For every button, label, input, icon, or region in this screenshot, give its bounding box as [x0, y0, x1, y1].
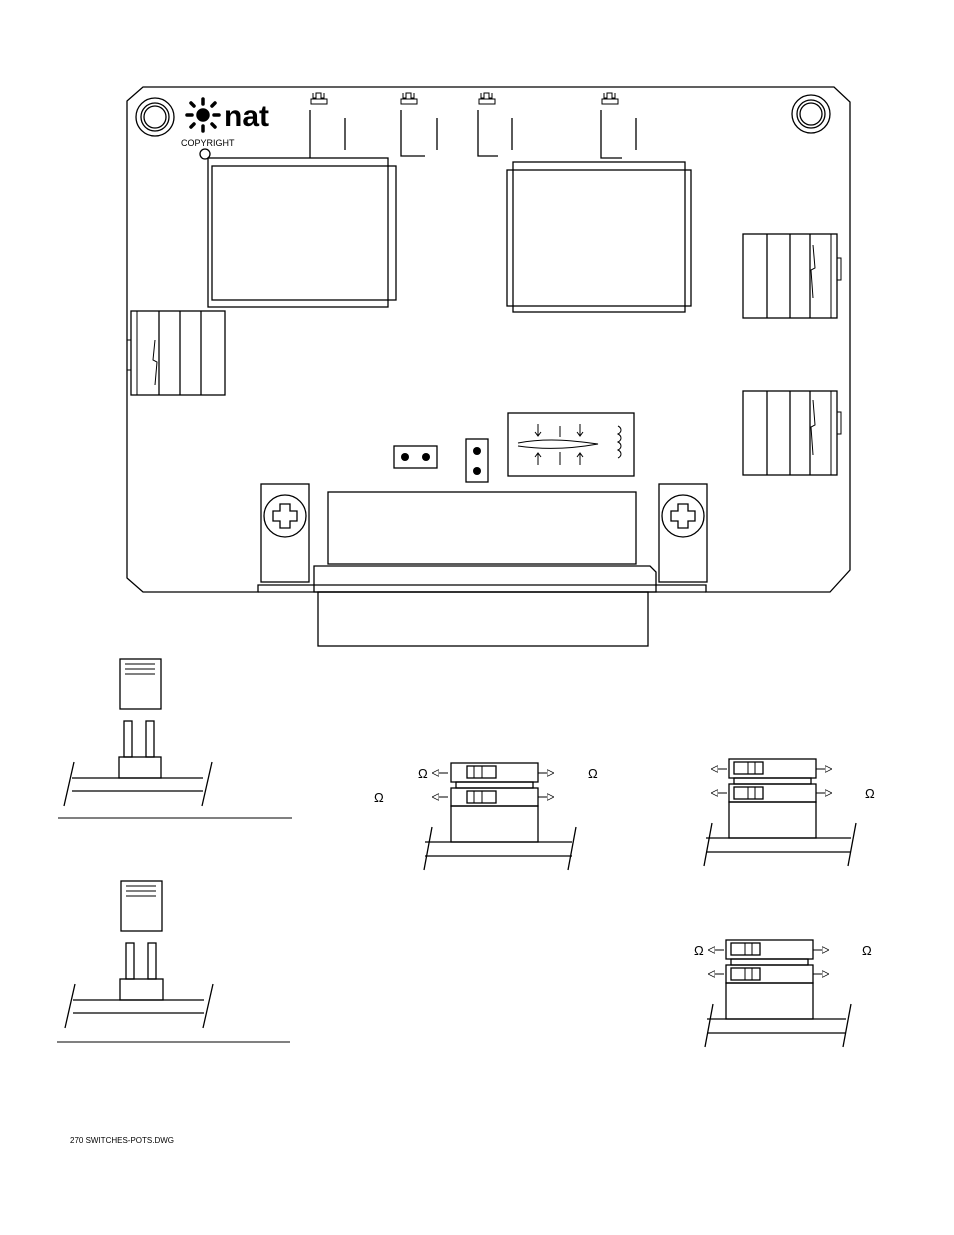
nat-logo: nat COPYRIGHT: [181, 99, 269, 159]
ohm-label: Ω: [865, 786, 875, 801]
connector-right-top: [743, 234, 841, 318]
dip-switch-detail-c: Ω Ω: [694, 940, 872, 1047]
screw-left-icon: [264, 495, 306, 537]
jumper-horizontal: [394, 446, 437, 468]
connector-right-bottom: [743, 391, 841, 475]
trimmer-1: [310, 93, 345, 158]
ohm-label: Ω: [862, 943, 872, 958]
trimmer-4: [601, 93, 636, 158]
jumper-detail-1: [58, 659, 292, 818]
logo-text: nat: [224, 100, 269, 133]
ohm-label: Ω: [694, 943, 704, 958]
star-logo-icon: [187, 99, 219, 131]
drawing-filename: 270 SWITCHES-POTS.DWG: [70, 1136, 174, 1145]
mounting-hole-left: [136, 98, 174, 136]
ic-chip-left: [208, 158, 396, 307]
db-connector: [258, 484, 707, 646]
screw-right-icon: [662, 495, 704, 537]
board-outline: [127, 87, 850, 592]
jumper-vertical: [466, 439, 488, 482]
copyright-label: COPYRIGHT: [181, 138, 235, 148]
relay-component: [508, 413, 634, 476]
trimmer-3: [478, 93, 512, 156]
trimmer-2: [401, 93, 437, 156]
mounting-hole-right: [792, 95, 830, 133]
ohm-label: Ω: [418, 766, 428, 781]
connector-left: [127, 311, 225, 395]
ohm-label: Ω: [588, 766, 598, 781]
ohm-label: Ω: [374, 790, 384, 805]
jumper-detail-2: [57, 881, 290, 1042]
ic-chip-right: [507, 162, 691, 312]
dip-switch-detail-a: Ω Ω Ω: [374, 763, 598, 870]
dip-switch-detail-b: Ω: [704, 759, 875, 866]
